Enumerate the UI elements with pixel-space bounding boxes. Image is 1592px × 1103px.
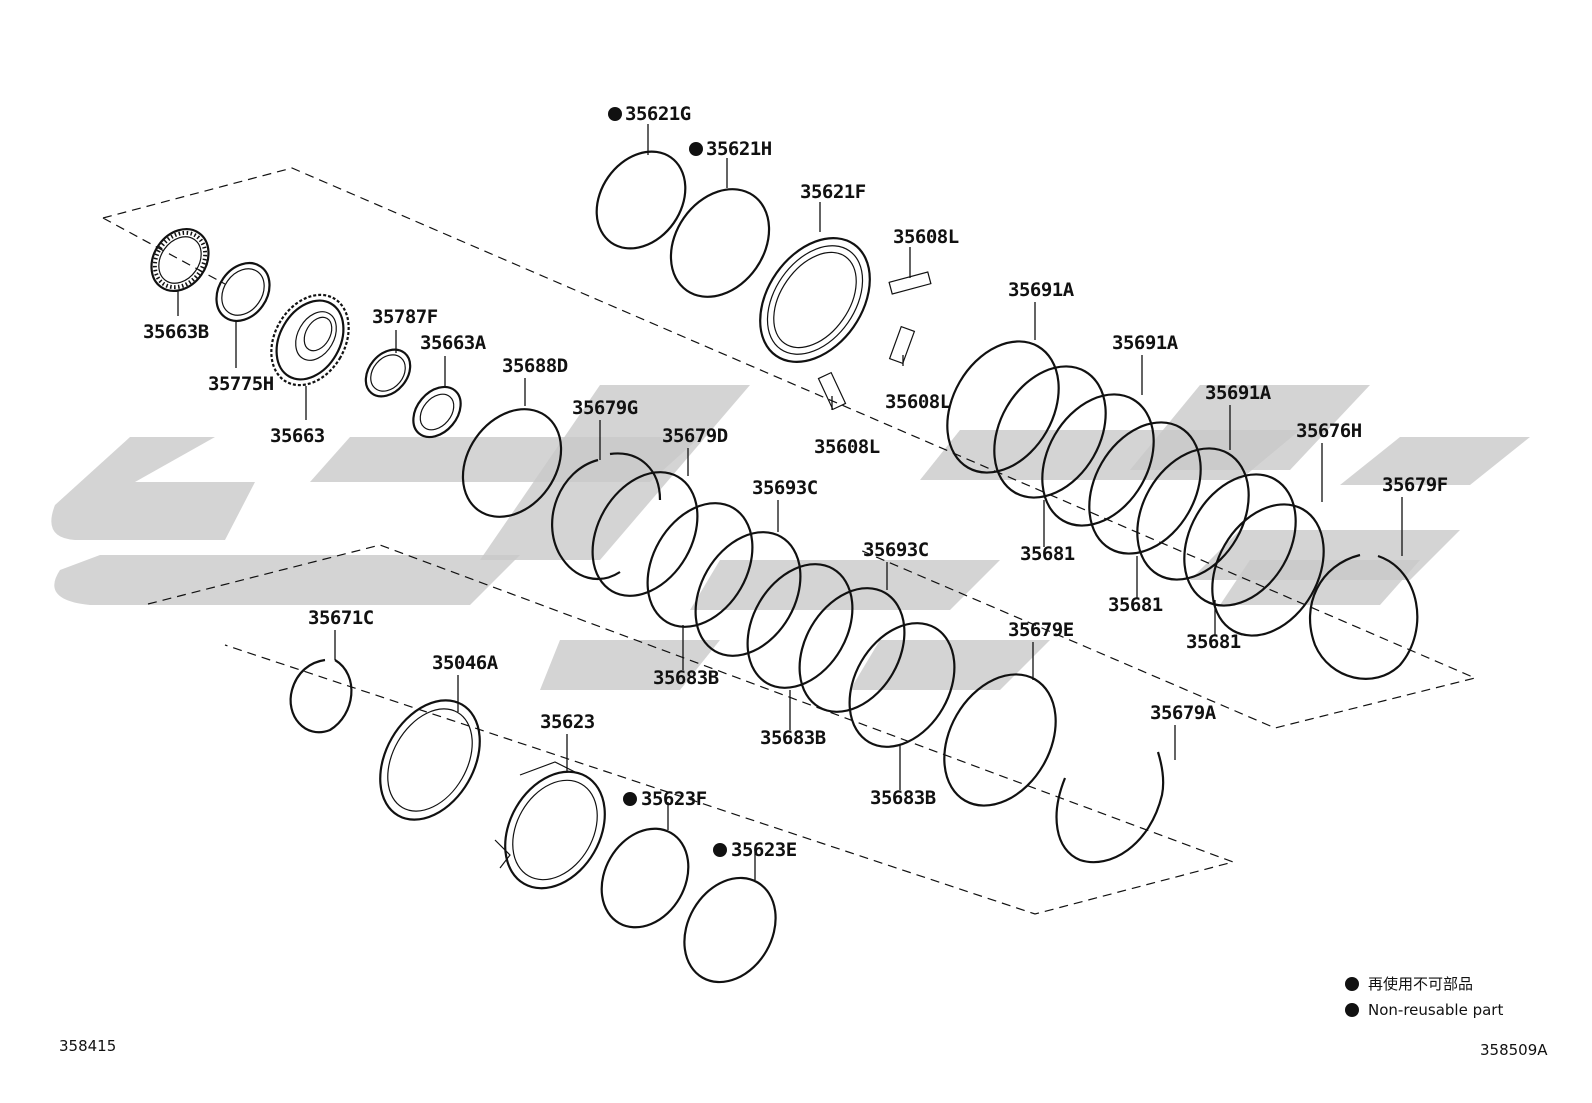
part-35679E-plate [943,673,1057,807]
label-l18: 35691A [1112,332,1179,354]
part-labels: 35621G 35621H 35621F 35608L 35608L 35608… [143,103,1448,861]
label-l15: 35693C [752,477,818,499]
label-l24: 35681 [1186,631,1241,653]
part-35676H-plate [1211,503,1325,637]
label-l34: 35623E [731,839,797,861]
part-35681-disc-3 [1183,473,1297,607]
nonreusable-marker [608,107,622,121]
label-l10: 35787F [372,306,438,328]
part-35046A-plate [379,699,481,821]
part-35683B-disc-3 [848,622,956,748]
label-l02: 35621H [706,138,772,160]
part-35608L-spring-top [888,271,932,295]
nonreusable-marker [623,792,637,806]
part-35679A-snap-ring [1055,751,1165,864]
label-l31: 35046A [432,652,499,674]
legend-marker [1345,977,1359,991]
assembly-envelope-upper [102,167,1477,729]
part-35608L-spring-mid [888,325,916,365]
part-35681-disc-2 [1088,421,1202,555]
label-l11: 35663A [420,332,487,354]
label-l27: 35683B [653,667,719,689]
part-35623F-o-ring [600,827,690,929]
part-35691A-plate-2 [1041,393,1155,527]
label-l21: 35679F [1382,474,1448,496]
legend-english: Non-reusable part [1368,1001,1503,1019]
part-35681-disc-1 [993,365,1107,499]
label-l30: 35671C [308,607,374,629]
part-35663A-bearing [412,385,462,439]
part-35623E-o-ring [683,876,777,984]
part-35693C-plate-2 [798,587,906,713]
label-l33: 35623F [641,788,707,810]
label-l32: 35623 [540,711,595,733]
label-l01: 35621G [625,103,691,125]
part-35679D-plate [591,471,699,597]
label-l25: 35679E [1008,619,1074,641]
part-35623-cylinder [494,761,606,890]
label-l17: 35691A [1008,279,1075,301]
figure-id-right: 358509A [1480,1041,1548,1059]
label-l16: 35693C [863,539,929,561]
part-35621F-piston [759,237,871,363]
part-35608L-spring-low [817,371,847,411]
label-l26: 35679A [1150,702,1217,724]
part-35691A-plate-1 [946,340,1060,474]
label-l06: 35608L [814,436,880,458]
label-l03: 35621F [800,181,866,203]
label-l13: 35679G [572,397,638,419]
part-35683B-disc-1 [646,502,754,628]
label-l22: 35681 [1020,543,1075,565]
part-35691A-plate-3 [1136,447,1250,581]
label-l23: 35681 [1108,594,1163,616]
assembly-envelope-lower [147,544,1235,915]
label-l14: 35679D [662,425,728,447]
leader-lines [177,124,1403,880]
label-l09: 35663 [270,425,325,447]
part-35663-gear [270,293,350,387]
part-35683B-disc-2 [746,563,854,689]
part-35679F-snap-ring [1308,553,1419,680]
part-35693C-plate-1 [694,531,802,657]
part-35787F-washer [364,348,412,398]
label-l20: 35676H [1296,420,1362,442]
label-l19: 35691A [1205,382,1272,404]
part-35671C-snap-ring [289,658,353,734]
label-l04: 35608L [893,226,959,248]
part-35621G-o-ring [595,150,687,250]
nonreusable-marker [689,142,703,156]
part-35621H-o-ring [669,188,771,298]
part-35775H-washer [215,262,271,322]
part-35679G-snap-ring [551,452,662,581]
label-l08: 35775H [208,373,274,395]
legend-marker [1345,1003,1359,1017]
legend-japanese: 再使用不可部品 [1368,975,1473,993]
parts-group [150,150,1419,984]
nonreusable-marker [713,843,727,857]
label-l29: 35683B [870,787,936,809]
label-l12: 35688D [502,355,568,377]
label-l05: 35608L [885,391,951,413]
figure-id-left: 358415 [59,1037,116,1055]
part-35688D-ring [461,408,563,518]
label-l07: 35663B [143,321,209,343]
part-35663B-bearing [150,228,210,292]
legend: 再使用不可部品 Non-reusable part [1345,975,1503,1019]
label-l28: 35683B [760,727,826,749]
